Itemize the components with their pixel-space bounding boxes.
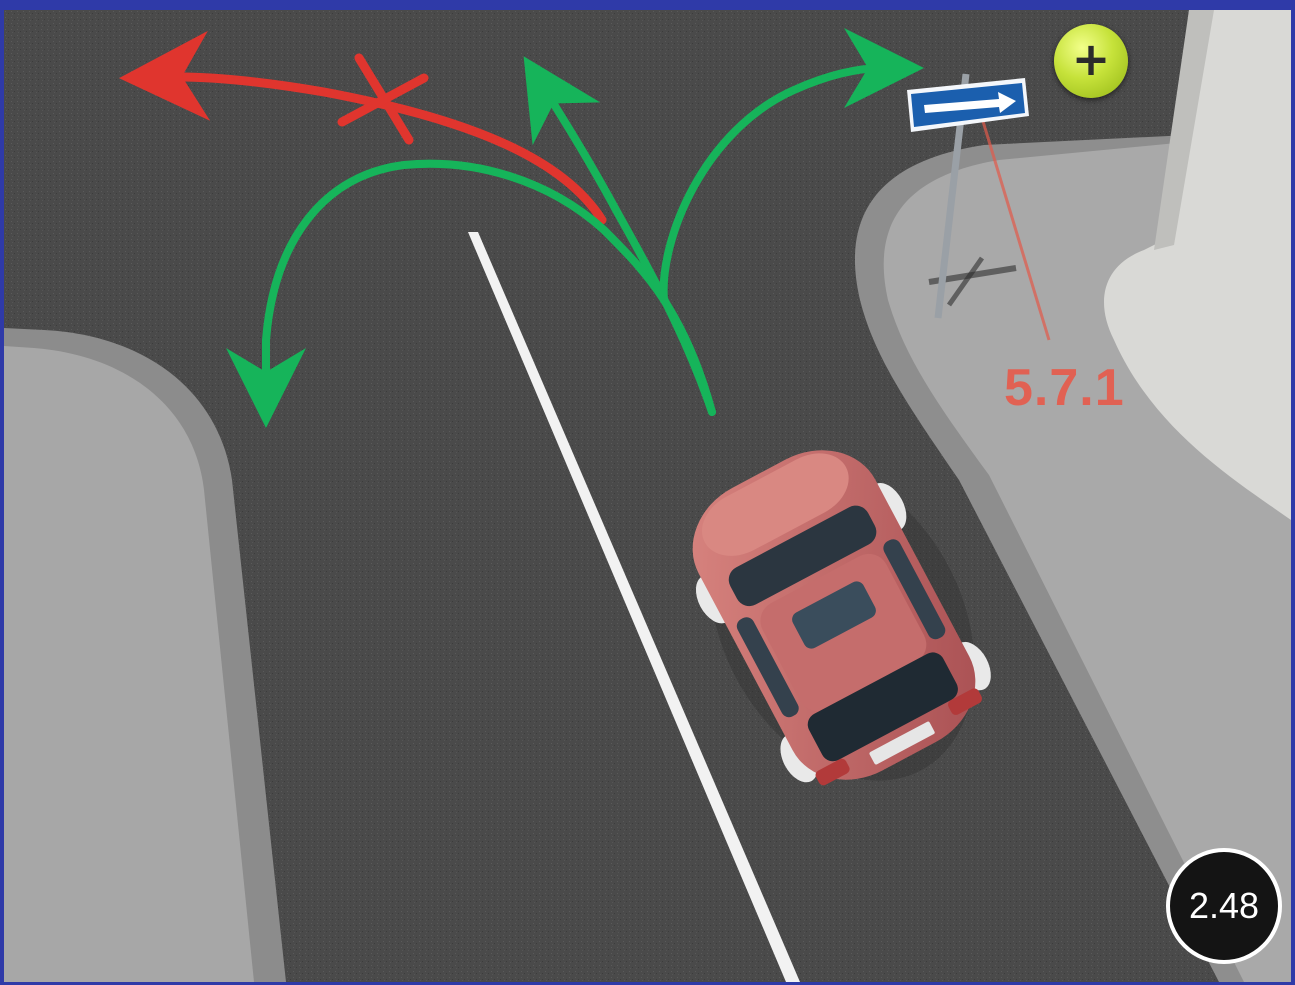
scene-frame: 5.7.1 + 2.48 — [4, 10, 1291, 982]
plus-icon: + — [1072, 36, 1111, 82]
sign-code-label: 5.7.1 — [1004, 358, 1125, 418]
road-scene — [4, 10, 1291, 982]
timer-badge: 2.48 — [1166, 848, 1282, 964]
zoom-in-button[interactable]: + — [1054, 24, 1128, 98]
